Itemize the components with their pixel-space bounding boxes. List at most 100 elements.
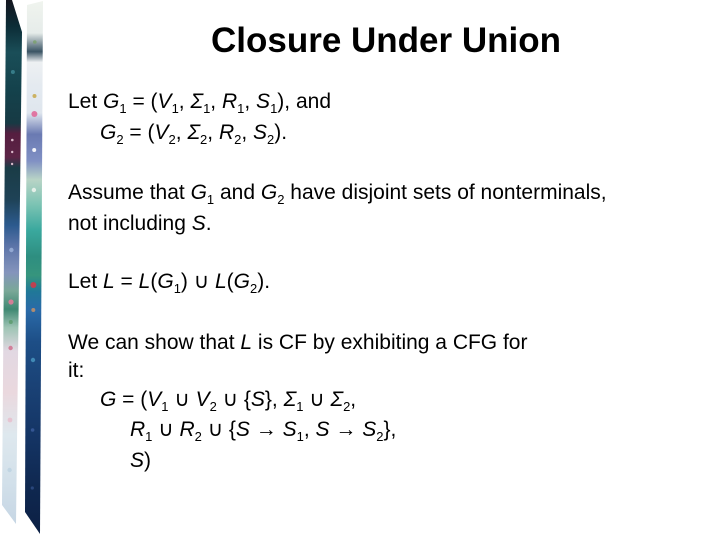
subscript: 1 — [203, 101, 211, 116]
math-variable: V — [154, 120, 169, 144]
decorative-left-border — [2, 0, 43, 534]
math-variable: G — [233, 270, 250, 293]
text-segment: = ( — [126, 90, 158, 113]
subscript: 1 — [173, 281, 181, 296]
paragraph: Assume that G1 and G2 have disjoint sets… — [68, 179, 710, 238]
subscript: 2 — [234, 131, 242, 147]
math-variable: S — [362, 418, 377, 441]
text-segment: , — [303, 418, 316, 441]
text-segment: }, — [383, 418, 397, 441]
math-variable: S — [250, 387, 265, 411]
text-segment: , — [207, 120, 219, 144]
quilt-accent-dot — [30, 282, 37, 288]
math-variable: Σ — [187, 120, 201, 144]
subscript: 2 — [168, 131, 176, 147]
math-variable: S — [191, 211, 206, 235]
math-variable: R — [221, 90, 238, 113]
text-segment: ) ∪ — [180, 270, 215, 293]
body-line: G2 = (V2, Σ2, R2, S2). — [68, 119, 710, 150]
math-variable: S — [282, 418, 297, 441]
math-variable: S — [130, 448, 145, 472]
body-line: S) — [68, 447, 710, 476]
math-variable: L — [103, 270, 115, 293]
math-variable: R — [218, 120, 235, 144]
text-segment: ∪ — [303, 387, 331, 411]
quilt-accent-dot — [11, 150, 14, 154]
subscript: 1 — [161, 398, 169, 414]
text-segment: , — [178, 90, 191, 113]
body-line: not including S. — [68, 210, 710, 239]
quilt-accent-dot — [33, 40, 37, 44]
text-segment: Let — [68, 90, 104, 113]
subscript: 2 — [376, 429, 384, 444]
quilt-accent-dot — [10, 162, 14, 166]
text-segment: ∪ { — [216, 387, 251, 411]
body-line: it: — [68, 357, 710, 386]
quilt-accent-dot — [32, 148, 37, 152]
body-line: Assume that G1 and G2 have disjoint sets… — [68, 179, 710, 210]
text-segment: , — [175, 120, 188, 144]
subscript: 1 — [206, 192, 215, 207]
math-variable: V — [195, 387, 210, 411]
body-line: G = (V1 ∪ V2 ∪ {S}, Σ1 ∪ Σ2, — [68, 386, 710, 417]
quilt-accent-dot — [8, 299, 14, 305]
quilt-accent-dot — [11, 138, 14, 142]
text-segment: ∪ — [168, 387, 196, 411]
quilt-strip-left-icon — [2, 0, 22, 524]
quilt-accent-dot — [32, 94, 37, 98]
body-line: We can show that L is CF by exhibiting a… — [68, 329, 710, 358]
text-segment: have disjoint sets of nonterminals, — [284, 181, 607, 204]
text-segment: = — [114, 270, 139, 293]
quilt-accent-dot — [8, 320, 13, 324]
subscript: 2 — [209, 398, 217, 414]
subscript: 1 — [237, 101, 245, 116]
text-segment: ( — [226, 270, 234, 293]
subscript: 1 — [296, 429, 304, 444]
quilt-accent-dot — [7, 467, 12, 473]
subscript: 2 — [200, 131, 208, 147]
quilt-accent-dot — [9, 247, 14, 253]
math-variable: Σ — [283, 387, 297, 411]
quilt-accent-dot — [31, 187, 37, 193]
text-segment: is CF by exhibiting a CFG for — [252, 330, 528, 354]
paragraph: We can show that L is CF by exhibiting a… — [68, 329, 710, 476]
subscript: 2 — [250, 281, 258, 296]
math-variable: G — [100, 120, 117, 144]
quilt-accent-dot — [30, 428, 35, 432]
text-segment: → — [329, 418, 363, 441]
paragraph: Let L = L(G1) ∪ L(G2). — [68, 268, 710, 299]
subscript: 1 — [119, 101, 127, 116]
text-segment: ). — [257, 270, 271, 293]
subscript: 1 — [145, 429, 153, 444]
subscript: 1 — [171, 101, 179, 116]
body-line: Let L = L(G1) ∪ L(G2). — [68, 268, 710, 299]
text-segment: Let — [68, 270, 104, 293]
text-segment: ( — [150, 270, 158, 293]
math-variable: L — [240, 330, 253, 354]
slide-title: Closure Under Union — [210, 21, 562, 60]
text-segment: = ( — [123, 120, 155, 144]
text-segment: , — [244, 90, 257, 113]
quilt-accent-dot — [7, 417, 13, 423]
body-line: Let G1 = (V1, Σ1, R1, S1), and — [68, 88, 710, 119]
math-variable: G — [260, 181, 278, 204]
text-segment: → — [249, 418, 283, 441]
text-segment: = ( — [116, 387, 148, 411]
math-variable: G — [100, 387, 117, 411]
math-variable: S — [256, 90, 271, 113]
text-segment: . — [205, 211, 212, 235]
text-segment: , — [350, 387, 357, 411]
math-variable: G — [190, 181, 207, 204]
quilt-accent-dot — [30, 486, 34, 490]
text-segment: ) — [144, 448, 152, 472]
quilt-accent-dot — [8, 345, 13, 351]
math-variable: R — [130, 418, 146, 441]
math-variable: L — [138, 270, 151, 293]
subscript: 2 — [116, 131, 124, 147]
text-segment: Assume that — [68, 181, 191, 204]
quilt-accent-dot — [31, 111, 38, 117]
math-variable: Σ — [330, 387, 344, 411]
